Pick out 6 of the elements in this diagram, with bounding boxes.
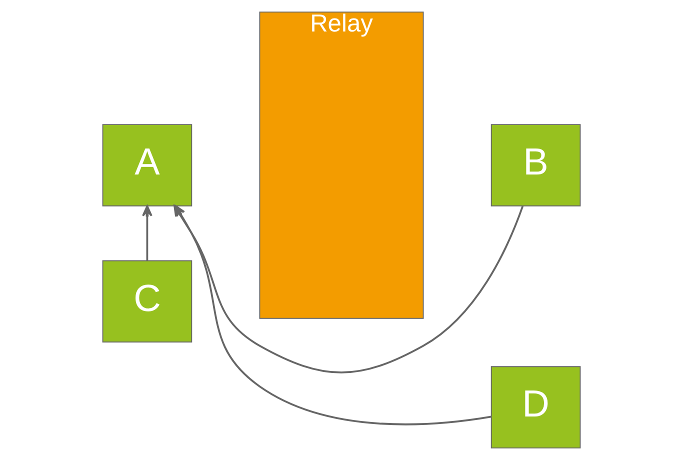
- node-box: C: [102, 260, 192, 342]
- node-box: D: [490, 366, 581, 448]
- node-box: A: [102, 124, 192, 206]
- node-box: B: [490, 124, 581, 206]
- arrow: [142, 205, 152, 261]
- node-box: Relay: [259, 12, 424, 319]
